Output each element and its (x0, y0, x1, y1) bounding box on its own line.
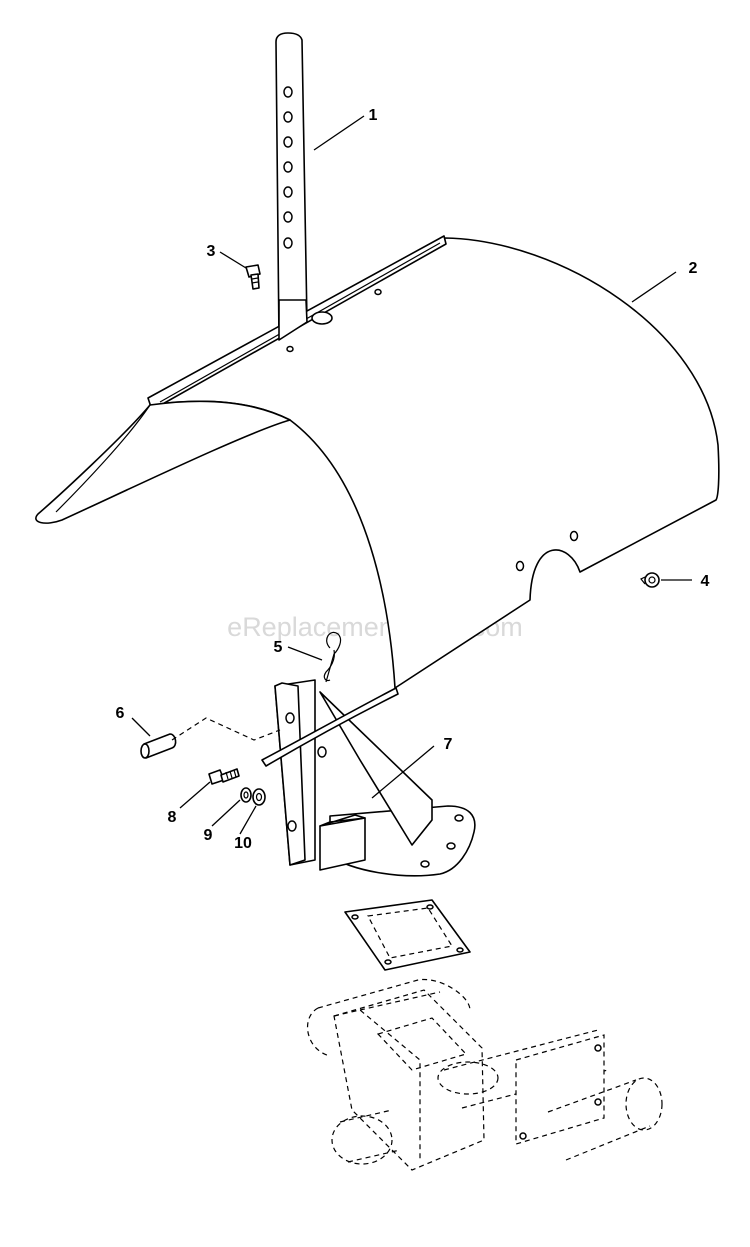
callout-2: 2 (689, 260, 698, 277)
callout-7: 7 (444, 736, 453, 753)
shield-hole (569, 530, 579, 542)
adjustment-holes (283, 86, 293, 249)
callout-6: 6 (116, 705, 125, 722)
callout-9: 9 (204, 827, 213, 844)
callout-leaders (131, 115, 692, 835)
screw-part-8 (208, 768, 240, 785)
bolt-part-3 (245, 264, 261, 290)
callout-4: 4 (701, 573, 710, 590)
shield-hole (374, 288, 382, 296)
hairpin-clip-part-5 (323, 631, 342, 683)
shield-hole (515, 560, 525, 572)
callout-labels: 1 2 3 4 5 6 7 8 9 10 (116, 107, 710, 852)
adjustment-bar (275, 32, 308, 341)
callout-3: 3 (207, 243, 216, 260)
callout-1: 1 (369, 107, 378, 124)
callout-5: 5 (274, 639, 283, 656)
callout-8: 8 (168, 809, 177, 826)
callout-10: 10 (234, 835, 252, 852)
bar-clip (311, 311, 333, 325)
mounting-bracket-part-7 (261, 679, 476, 877)
nut-part-4 (640, 572, 660, 588)
lock-washer-part-9 (240, 787, 252, 803)
gasket (344, 899, 471, 971)
gearbox-reference (307, 978, 663, 1171)
pin-part-6 (140, 717, 281, 759)
shield-hole (286, 345, 294, 353)
nut-part-10 (252, 788, 266, 806)
